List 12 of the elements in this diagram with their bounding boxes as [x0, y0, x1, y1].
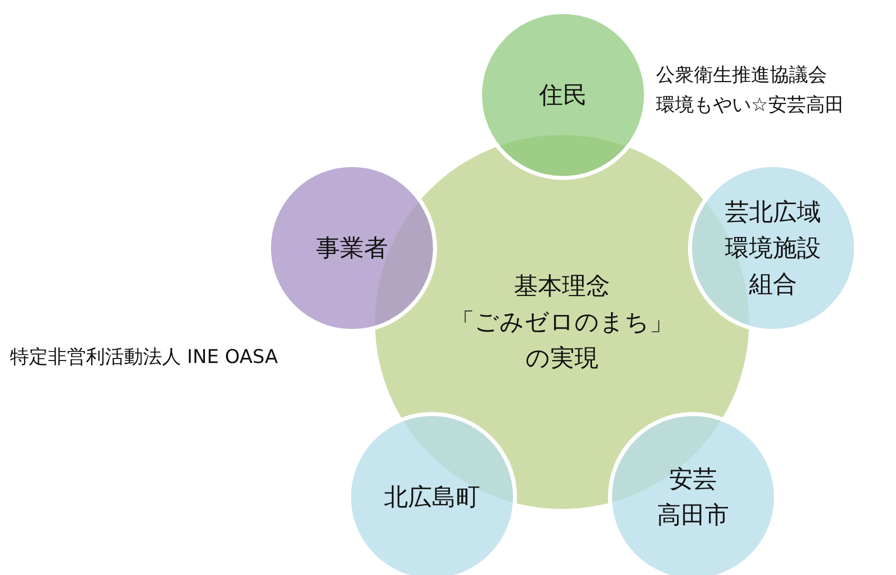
organization-label: 環境もやい☆安芸高田 — [656, 93, 844, 118]
organization-label: 特定非営利活動法人 INE OASA — [10, 345, 278, 370]
node-label: 芸北広域環境施設組合 — [724, 197, 822, 300]
node-label: 安芸 — [669, 464, 717, 495]
node-label: 高田市 — [657, 500, 729, 531]
node-label: 住民 — [539, 80, 587, 111]
node-label: 基本理念 — [514, 271, 610, 302]
node-label: 事業者 — [316, 233, 388, 264]
node-label: 「ごみゼロのまち」 — [450, 307, 674, 338]
organization-label: 公衆衛生推進協議会 — [656, 63, 827, 88]
node-label: の実現 — [526, 343, 598, 374]
node-label: 北広島町 — [384, 482, 480, 513]
